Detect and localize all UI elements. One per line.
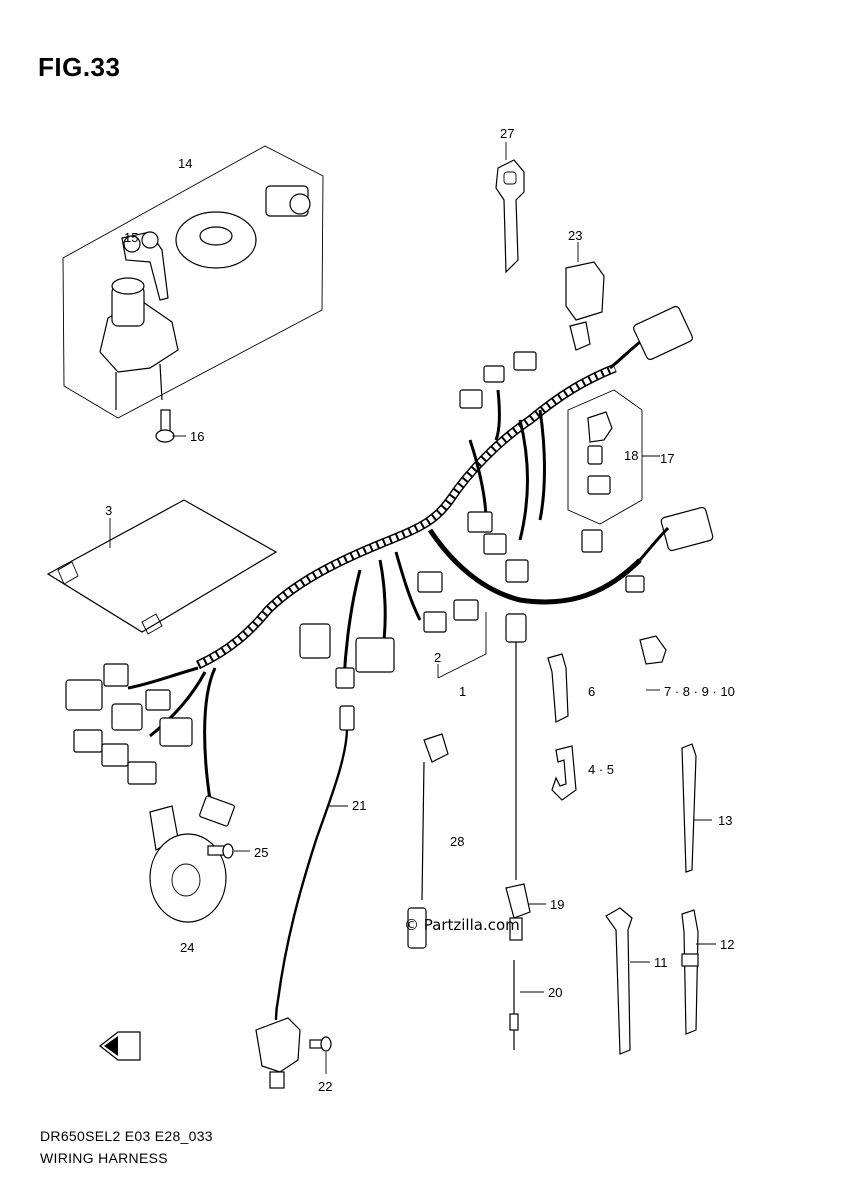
callout-25: 25 bbox=[254, 845, 268, 860]
main-wiring-harness[interactable] bbox=[65, 305, 714, 827]
wire-20[interactable] bbox=[509, 960, 519, 1050]
callout-4-5: 4 · 5 bbox=[588, 762, 614, 777]
callout-24: 24 bbox=[180, 940, 194, 955]
bolt-16[interactable] bbox=[155, 409, 175, 443]
footer-model-code: DR650SEL2 E03 E28_033 bbox=[40, 1128, 213, 1144]
tie-13[interactable] bbox=[681, 743, 697, 873]
callout-3: 3 bbox=[105, 503, 112, 518]
callout-7-8-9-10: 7 · 8 · 9 · 10 bbox=[664, 684, 735, 699]
callout-19: 19 bbox=[550, 897, 564, 912]
callout-20: 20 bbox=[548, 985, 562, 1000]
callout-27: 27 bbox=[500, 126, 514, 141]
key-27[interactable] bbox=[495, 159, 525, 274]
clamp-12[interactable] bbox=[681, 909, 699, 1035]
bolt-25[interactable] bbox=[207, 843, 234, 859]
horn-24[interactable] bbox=[149, 805, 227, 923]
clamp-4-5[interactable] bbox=[551, 745, 577, 801]
callout-21: 21 bbox=[352, 798, 366, 813]
callout-23: 23 bbox=[568, 228, 582, 243]
lead-wire-21[interactable] bbox=[255, 705, 355, 1089]
callout-11: 11 bbox=[654, 955, 668, 970]
callout-1: 1 bbox=[459, 684, 466, 699]
callout-17: 17 bbox=[660, 451, 674, 466]
callout-6: 6 bbox=[588, 684, 595, 699]
callout-16: 16 bbox=[190, 429, 204, 444]
callout-18: 18 bbox=[624, 448, 638, 463]
forward-arrow-icon bbox=[99, 1031, 141, 1061]
ignition-switch-kit[interactable] bbox=[62, 145, 324, 419]
callout-22: 22 bbox=[318, 1079, 332, 1094]
callout-28: 28 bbox=[450, 834, 464, 849]
callout-13: 13 bbox=[718, 813, 732, 828]
manual-3[interactable] bbox=[46, 499, 278, 635]
figure-title: FIG.33 bbox=[38, 52, 121, 82]
callout-14: 14 bbox=[178, 156, 192, 171]
watermark-text: © Partzilla.com bbox=[404, 916, 520, 934]
part-28[interactable] bbox=[407, 733, 449, 949]
fuse-box-17[interactable] bbox=[567, 389, 643, 525]
clamp-7-10[interactable] bbox=[639, 635, 667, 665]
clamp-11[interactable] bbox=[605, 907, 633, 1055]
relay-23[interactable] bbox=[565, 261, 605, 351]
sensor-19[interactable] bbox=[505, 613, 531, 941]
footer-section-name: WIRING HARNESS bbox=[40, 1150, 168, 1166]
bolt-22[interactable] bbox=[309, 1036, 332, 1052]
callout-2: 2 bbox=[434, 650, 441, 665]
clamp-6[interactable] bbox=[547, 653, 569, 723]
callout-12: 12 bbox=[720, 937, 734, 952]
callout-15: 15 bbox=[124, 230, 138, 245]
